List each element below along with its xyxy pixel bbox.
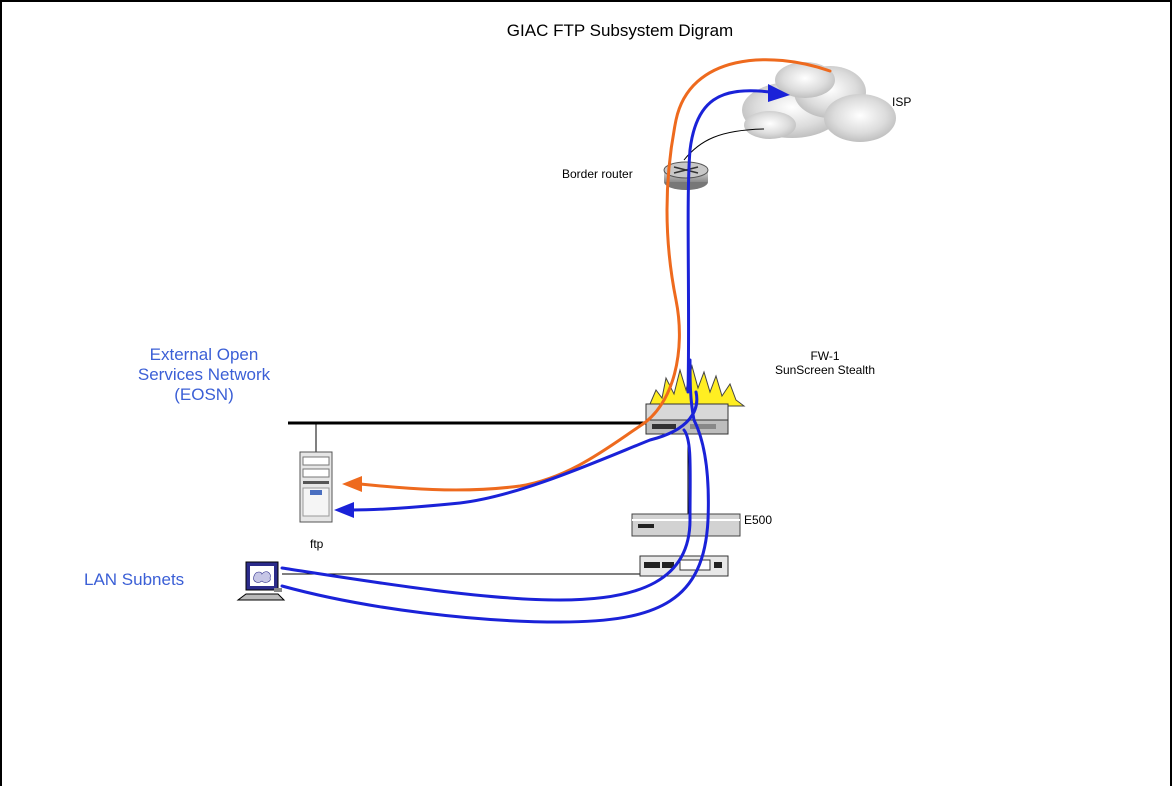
firewall-label-line2: SunScreen Stealth (760, 363, 890, 377)
ftp-label: ftp (310, 537, 323, 551)
firewall-label: FW-1 SunScreen Stealth (760, 349, 890, 377)
cloud-icon (742, 62, 896, 142)
border-router-label: Border router (562, 167, 633, 181)
blue-data-path-to-ftp (352, 392, 697, 510)
isp-label: ISP (892, 95, 911, 109)
orange-arrowhead (342, 476, 362, 492)
diagram-title: GIAC FTP Subsystem Digram (0, 21, 1174, 41)
eosn-label-line1: External Open (112, 345, 296, 365)
blue-data-path-lan-2 (282, 360, 708, 622)
eosn-label: External Open Services Network (EOSN) (112, 345, 296, 405)
lan-subnets-label: LAN Subnets (84, 570, 184, 590)
server-tower-icon (300, 452, 332, 522)
firewall-label-line1: FW-1 (760, 349, 890, 363)
workstation-icon (238, 562, 284, 600)
eosn-label-line3: (EOSN) (112, 385, 296, 405)
e500-label: E500 (744, 513, 772, 527)
eosn-label-line2: Services Network (112, 365, 296, 385)
blue-arrowhead-ftp (334, 502, 354, 518)
